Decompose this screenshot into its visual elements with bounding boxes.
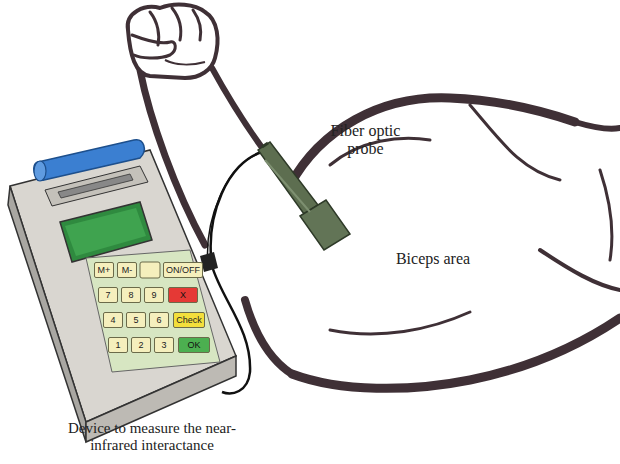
keypad-key: M+ — [94, 262, 114, 278]
key-label: 4 — [110, 315, 115, 325]
keypad-key: 6 — [149, 312, 169, 328]
key-label: OK — [187, 340, 200, 350]
key-label: 5 — [133, 315, 138, 325]
keypad-key: OK — [178, 337, 210, 353]
key-label: 6 — [156, 315, 161, 325]
keypad-key: Check — [173, 312, 205, 328]
keypad-key: 9 — [144, 287, 164, 303]
key-label: X — [180, 290, 186, 300]
keypad-key: 4 — [103, 312, 123, 328]
key-label: ON/OFF — [166, 265, 200, 275]
fist — [128, 5, 218, 78]
keypad-key: X — [168, 287, 198, 303]
keypad-key: 8 — [121, 287, 141, 303]
keypad-key: 7 — [98, 287, 118, 303]
device-caption: Device to measure the near-infrared inte… — [52, 420, 252, 455]
part-label: Fiber optic probe — [318, 122, 413, 159]
part-label: Biceps area — [378, 250, 488, 268]
key-label: 9 — [151, 290, 156, 300]
key-label: 8 — [128, 290, 133, 300]
fiber-optic-probe — [258, 142, 350, 250]
key-label: M+ — [98, 265, 111, 275]
key-label: M- — [122, 265, 133, 275]
measuring-device — [8, 140, 236, 442]
keypad-key: 3 — [154, 337, 174, 353]
key-label: 7 — [105, 290, 110, 300]
keypad-key: ON/OFF — [163, 262, 203, 278]
keypad-key: 1 — [108, 337, 128, 353]
probe-cable — [208, 154, 258, 266]
key-label: 3 — [161, 340, 166, 350]
keypad-key: M- — [117, 262, 137, 278]
keypad-key: 5 — [126, 312, 146, 328]
key-label: 1 — [115, 340, 120, 350]
keypad-key: 2 — [131, 337, 151, 353]
key-label: 2 — [138, 340, 143, 350]
key-label: Check — [176, 315, 202, 325]
